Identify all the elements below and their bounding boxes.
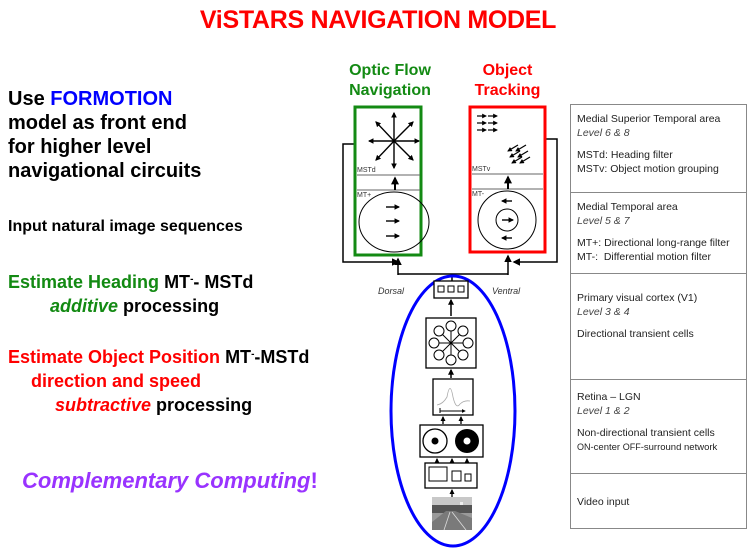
object-line-2: direction and speed (31, 371, 202, 391)
object-mt: MT (225, 347, 252, 367)
video-input-image (432, 497, 472, 530)
panel-section-v1: Primary visual cortex (V1) Level 3 & 4 D… (571, 273, 746, 379)
on-off-center-surround-box (419, 424, 484, 458)
surround-label: -surround network (640, 442, 718, 453)
mstd-label: MSTd (357, 167, 376, 174)
object-tracking-box (468, 105, 547, 254)
grouped-motion-arrows-icon (477, 113, 531, 164)
on-off-line: ON-center OFF-surround network (577, 440, 740, 455)
ventral-label: Ventral (492, 286, 521, 296)
section-title: Retina – LGN (577, 391, 641, 403)
object-tracking-title: Object Tracking (460, 61, 555, 101)
section-line: MSTv: Object motion grouping (577, 163, 719, 175)
off-label: OFF (622, 442, 641, 452)
optic-flow-box (353, 105, 430, 257)
complementary-exclaim: ! (310, 468, 318, 493)
optic-flow-title: Optic Flow Navigation (330, 61, 450, 101)
formotion-label: FORMOTION (50, 88, 173, 110)
input-text: Input natural image sequences (8, 218, 243, 235)
panel-section-mst: Medial Superior Temporal area Level 6 & … (571, 105, 746, 192)
section-level: Level 5 & 7 (577, 215, 630, 227)
transient-waveform-box (432, 378, 474, 416)
formotion-ellipse (389, 274, 517, 548)
dorsal-label: Dorsal (378, 286, 405, 296)
section-level: Level 3 & 4 (577, 306, 630, 318)
expansion-star-icon (367, 111, 421, 170)
object-rest: -MSTd (254, 347, 310, 367)
directional-cells-box (425, 317, 477, 369)
heading-mt: MT (164, 272, 191, 292)
object-processing: processing (151, 395, 253, 415)
intro-line-3: for higher level (8, 136, 152, 158)
optic-flow-title-1: Optic Flow (349, 62, 431, 79)
panel-section-video: Video input (571, 473, 746, 529)
panel-section-mt: Medial Temporal area Level 5 & 7 MT+: Di… (571, 192, 746, 273)
section-level: Level 1 & 2 (577, 405, 630, 417)
center-label: -center (590, 442, 623, 453)
section-title: Primary visual cortex (V1) (577, 292, 698, 304)
section-line: MT-: Differential motion filter (577, 251, 712, 263)
page-title: ViSTARS NAVIGATION MODEL (199, 6, 557, 34)
heading-label: Estimate Heading (8, 272, 160, 292)
object-tracking-title-1: Object (482, 62, 533, 79)
section-line: Non-directional transient cells (577, 427, 715, 439)
section-line: MSTd: Heading filter (577, 149, 673, 161)
object-text: Estimate Object Position MT--MSTd direct… (8, 345, 309, 417)
grouping-box (433, 280, 469, 299)
heading-sup: - (190, 274, 194, 285)
dorsal-feedback-loop (342, 143, 400, 266)
multiscale-box (424, 462, 478, 489)
heading-processing: processing (118, 296, 220, 316)
complementary-computing: Complementary Computing! (22, 468, 318, 494)
additive-label: additive (50, 296, 119, 316)
brain-area-panel: Medial Superior Temporal area Level 6 & … (570, 104, 747, 529)
mtplus-label: MT+ (357, 192, 372, 199)
object-sup: - (251, 349, 255, 360)
intro-text: Use FORMOTION model as front end for hig… (8, 87, 201, 183)
object-label: Estimate Object Position (8, 347, 221, 367)
panel-section-retina: Retina – LGN Level 1 & 2 Non-directional… (571, 379, 746, 473)
optic-flow-title-2: Navigation (349, 82, 431, 99)
object-tracking-title-2: Tracking (474, 82, 541, 99)
section-line: MT+: Directional long-range filter (577, 237, 730, 249)
complementary-label: Complementary Computing (22, 468, 311, 493)
subtractive-label: subtractive (55, 395, 152, 415)
section-line: Directional transient cells (577, 328, 694, 340)
on-label: ON (577, 442, 591, 452)
intro-use: Use (8, 88, 45, 110)
section-title: Video input (577, 496, 630, 508)
heading-rest: - MSTd (193, 272, 254, 292)
intro-line-2: model as front end (8, 112, 187, 134)
section-title: Medial Temporal area (577, 201, 678, 213)
ventral-feedback-loop (512, 138, 558, 266)
mstv-label: MSTv (472, 166, 491, 173)
section-title: Medial Superior Temporal area (577, 113, 721, 125)
intro-line-4: navigational circuits (8, 160, 202, 182)
mtminus-label: MT- (472, 191, 485, 198)
heading-text: Estimate Heading MT-- MSTd additive proc… (8, 270, 253, 318)
section-level: Level 6 & 8 (577, 127, 630, 139)
